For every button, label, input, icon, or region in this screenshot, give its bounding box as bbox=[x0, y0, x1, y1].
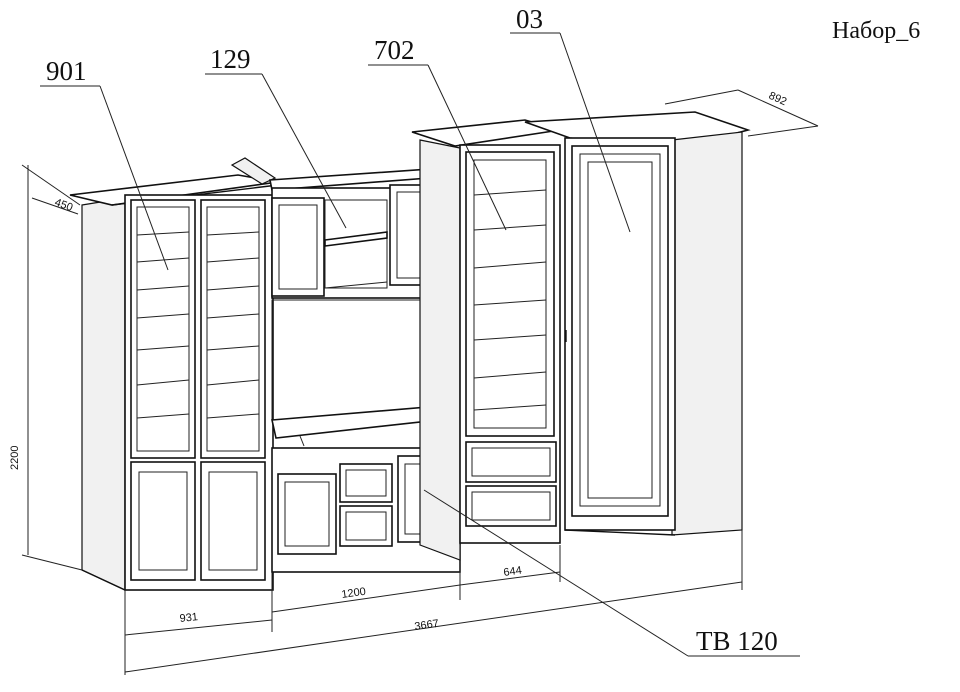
dim-1200: 1200 bbox=[341, 586, 367, 601]
label-03: 03 bbox=[516, 4, 543, 34]
leader-lines bbox=[40, 32, 800, 657]
module-03-drawing bbox=[524, 111, 751, 536]
dim-height: 2200 bbox=[9, 446, 21, 470]
module-901-drawing bbox=[69, 157, 279, 591]
dim-931: 931 bbox=[179, 611, 199, 625]
label-tv120: ТВ 120 bbox=[696, 626, 778, 656]
diagram-title: Набор_6 bbox=[832, 18, 920, 44]
dim-depth-left: 450 bbox=[53, 197, 74, 215]
label-129: 129 bbox=[210, 44, 251, 74]
dim-total: 3667 bbox=[414, 618, 440, 633]
module-702-drawing bbox=[411, 119, 561, 561]
label-702: 702 bbox=[374, 35, 415, 65]
dim-644: 644 bbox=[503, 565, 523, 579]
dimension-lines bbox=[21, 89, 819, 675]
label-901: 901 bbox=[46, 56, 87, 86]
dim-depth-corner: 892 bbox=[767, 90, 789, 108]
